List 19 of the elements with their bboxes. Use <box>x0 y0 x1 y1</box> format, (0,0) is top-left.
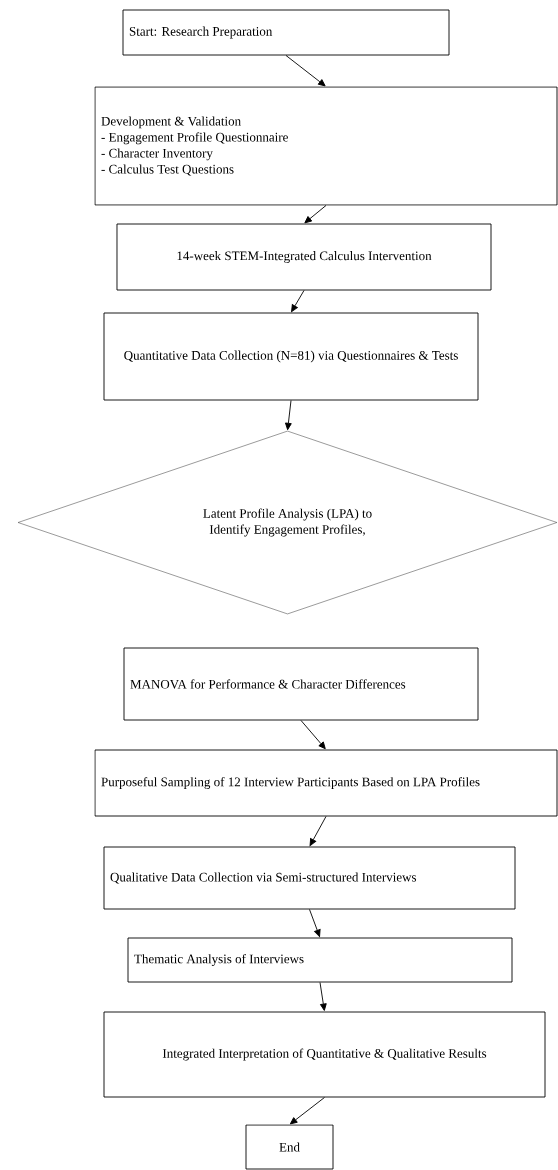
process-box: MANOVA for Performance & Character Differences <box>123 647 479 721</box>
process-box: Integrated Interpretation of Quantitative & Qualitative Results <box>103 1011 546 1098</box>
process-box: Qualitative Data Collection via Semi-structured Interviews <box>103 846 516 910</box>
arrow <box>291 290 305 313</box>
process-box: Start: Research Preparation <box>122 9 450 56</box>
arrow <box>289 1097 325 1125</box>
process-box: End <box>245 1124 334 1170</box>
arrow <box>300 720 326 750</box>
arrow <box>319 982 327 1011</box>
arrow <box>309 909 321 937</box>
arrow <box>309 816 327 847</box>
process-box: Development & Validation - Engagement Profile Questionnaire - Character Inventory - Calculus Test Questions <box>94 86 558 206</box>
arrow <box>285 400 292 431</box>
arrow <box>304 205 327 224</box>
process-box: 14-week STEM-Integrated Calculus Intervention <box>116 223 492 291</box>
process-box: Purposeful Sampling of 12 Interview Participants Based on LPA Profiles <box>94 749 558 817</box>
process-box: Thematic Analysis of Interviews <box>127 937 513 983</box>
process-box: Quantitative Data Collection (N=81) via Questionnaires & Tests <box>103 312 479 401</box>
arrow <box>285 55 326 87</box>
